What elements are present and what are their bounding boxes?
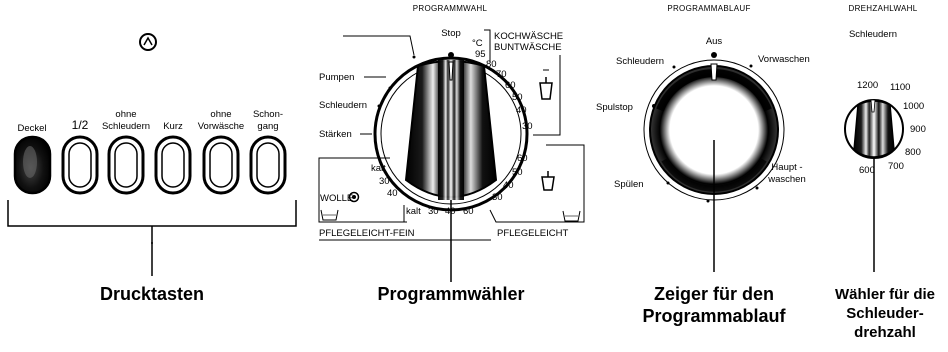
label-aus: Aus	[706, 36, 723, 47]
door-lock-indicator-icon	[139, 33, 157, 51]
pflege-temp-60: 60	[517, 153, 528, 164]
header-programmablauf: PROGRAMMABLAUF	[667, 4, 750, 13]
speed-800: 800	[905, 147, 921, 158]
pflege-temp-30: 30	[492, 192, 503, 203]
caption-waehler-line3: drehzahl	[854, 324, 916, 341]
programmablauf-group: PROGRAMMABLAUF Aus Schleudern Vorwaschen…	[596, 4, 810, 326]
push-button-ohne-schleudern[interactable]	[107, 135, 145, 195]
caption-waehler-line1: Wähler für die	[835, 286, 935, 303]
koch-temp-30: 30	[522, 121, 533, 132]
wolle-temp-40: 40	[387, 188, 398, 199]
speed-1000: 1000	[903, 101, 924, 112]
push-button-deckel[interactable]	[13, 135, 52, 195]
koch-temp-50: 50	[512, 92, 523, 103]
button-label-half: 1/2	[72, 118, 89, 132]
fein-temp-kalt: kalt	[406, 206, 421, 217]
push-button-half-load[interactable]	[61, 135, 99, 195]
fein-temp-30: 30	[428, 206, 439, 217]
label-celsius: °C	[472, 38, 483, 49]
button-label-schongang-line1: Schon-	[253, 109, 283, 120]
speed-600: 600	[859, 165, 875, 176]
label-wolle: WOLLE	[320, 193, 353, 204]
label-staerken: Stärken	[319, 129, 352, 140]
button-label-deckel: Deckel	[17, 123, 46, 134]
koch-temp-40: 40	[516, 105, 527, 116]
button-label-ohne-schleudern-line2: Schleudern	[102, 121, 150, 132]
wolle-temp-30: 30	[379, 176, 390, 187]
caption-zeiger-line2: Programmablauf	[642, 306, 786, 326]
push-button-ohne-vorwaesche[interactable]	[202, 135, 240, 195]
drucktasten-bracket	[7, 200, 297, 276]
button-label-kurz: Kurz	[163, 121, 183, 132]
fein-temp-40: 40	[445, 206, 456, 217]
program-selector-knob[interactable]	[373, 56, 529, 212]
drehzahlwahl-group: DREHZAHLWAHL Schleudern 1200 1100 1000 9…	[835, 4, 935, 341]
button-label-ohne-vorwaesche-line1: ohne	[210, 109, 231, 120]
push-button-schongang[interactable]	[249, 135, 287, 195]
program-progress-indicator-dial	[643, 59, 785, 201]
label-spulstop: Spulstop	[596, 102, 633, 113]
koch-temp-95: 95	[475, 49, 486, 60]
wool-symbol-icon	[348, 191, 360, 203]
koch-bucket-icon	[539, 69, 553, 100]
speed-900: 900	[910, 124, 926, 135]
label-kochwaesche: KOCHWÄSCHE	[494, 31, 563, 42]
caption-zeiger-line1: Zeiger für den	[654, 284, 774, 304]
caption-waehler-line2: Schleuder-	[846, 305, 924, 322]
label-stop: Stop	[441, 28, 461, 39]
caption-programmwaehler: Programmwähler	[377, 284, 524, 304]
pflege-wash-tub-icon	[562, 210, 581, 222]
wolle-temp-kalt: kalt	[371, 163, 386, 174]
button-label-schongang-line2: gang	[257, 121, 278, 132]
caption-drucktasten: Drucktasten	[100, 284, 204, 304]
header-drehzahlwahl: DREHZAHLWAHL	[849, 4, 918, 13]
push-button-kurz[interactable]	[154, 135, 192, 195]
label-vorwaschen: Vorwaschen	[758, 54, 810, 65]
label-schleudern: Schleudern	[319, 100, 367, 111]
label-drehzahl-schleudern: Schleudern	[849, 29, 897, 40]
koch-temp-60: 60	[505, 80, 516, 91]
speed-700: 700	[888, 161, 904, 172]
pflege-temp-40: 40	[503, 180, 514, 191]
speed-1200: 1200	[857, 80, 878, 91]
pflege-temp-50: 50	[512, 167, 523, 178]
label-hauptwaschen-line1: Haupt -	[771, 162, 802, 173]
spin-speed-selector-knob[interactable]	[844, 99, 904, 159]
label-pumpen: Pumpen	[319, 72, 354, 83]
programmwahl-group: PROGRAMMWAHL Stop Pumpen Schleudern Stär…	[318, 4, 585, 304]
drucktasten-group: Deckel 1/2 ohne Schleudern Kurz ohne Vor…	[7, 33, 297, 304]
speed-1100: 1100	[890, 82, 910, 93]
header-programmwahl: PROGRAMMWAHL	[413, 4, 488, 13]
fein-wash-tub-icon	[320, 209, 339, 221]
koch-temp-80: 80	[486, 59, 497, 70]
pflege-bucket-icon	[541, 171, 555, 191]
label-hauptwaschen-line2: waschen	[767, 174, 806, 185]
button-label-ohne-schleudern-line1: ohne	[115, 109, 136, 120]
label-spuelen: Spülen	[614, 179, 644, 190]
button-label-ohne-vorwaesche-line2: Vorwäsche	[198, 121, 244, 132]
fein-temp-60: 60	[463, 206, 474, 217]
label-pflegeleicht: PFLEGELEICHT	[497, 228, 568, 239]
label-buntwaesche: BUNTWÄSCHE	[494, 42, 562, 53]
label-ablauf-schleudern: Schleudern	[616, 56, 664, 67]
koch-temp-70: 70	[496, 69, 507, 80]
label-pflegeleicht-fein: PFLEGELEICHT-FEIN	[319, 228, 415, 239]
